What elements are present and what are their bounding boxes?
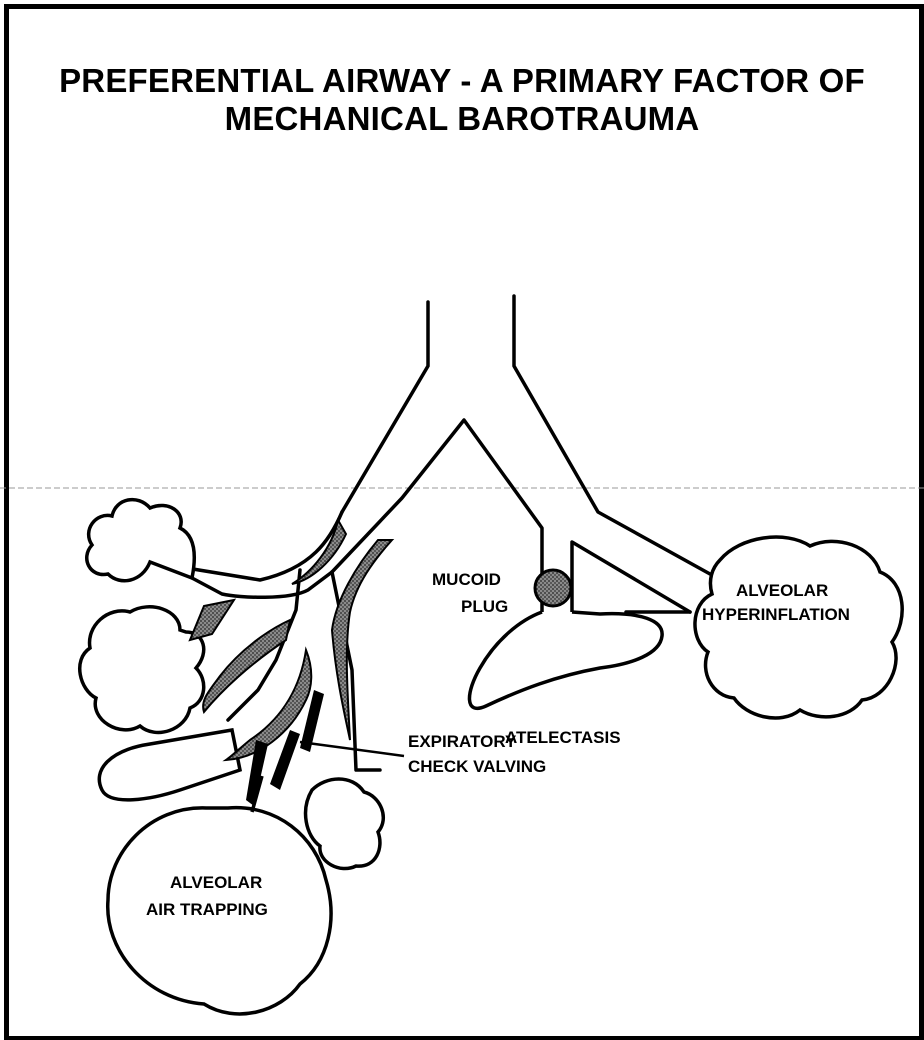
mucoid-plug-label: MUCOID PLUG	[432, 570, 508, 616]
hyperinflation-alveolus	[695, 537, 902, 718]
mucoid-plug-icon	[535, 570, 571, 606]
atelectasis-sac	[469, 612, 662, 708]
check-valving-leader	[300, 742, 404, 756]
mucus-deposit	[190, 600, 234, 640]
atelectasis-label: ATELECTASIS	[505, 728, 621, 747]
upper-left-alveolus	[87, 500, 194, 581]
mucus-deposit	[332, 540, 392, 740]
lower-left-alveolus	[99, 730, 240, 800]
mucus-deposit	[203, 620, 290, 712]
middle-left-alveolus	[80, 607, 204, 733]
